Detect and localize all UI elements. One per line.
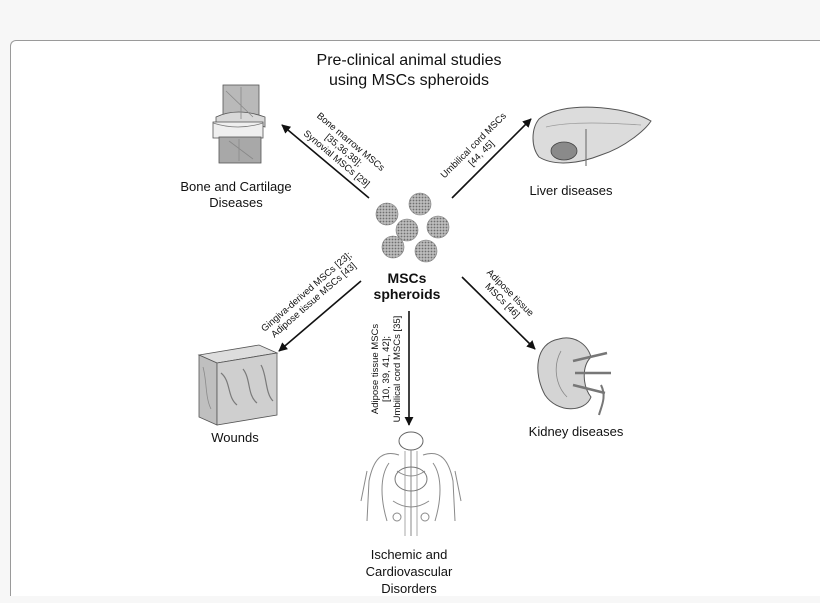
arrow-to-wounds [278, 280, 362, 352]
target-cardio-line-3: Disorders [381, 581, 437, 596]
target-wounds-line-1: Wounds [211, 430, 259, 445]
title-line-2: using MSCs spheroids [329, 72, 489, 89]
center-label-line-1: MSCs [388, 270, 427, 286]
spheroid-cluster-icon [375, 192, 450, 263]
arrow-label-cardio-line-2: [10, 39, 41, 42]; [381, 336, 392, 402]
arrow-label-cardio-line-3: Umbilical cord MSCs [35] [392, 316, 403, 423]
arrow-to-liver [451, 118, 532, 199]
skin-wound-icon [197, 344, 279, 426]
target-bone-line-2: Diseases [209, 195, 263, 210]
arrow-label-cardio-line-1: Adipose tissue MSCs [370, 324, 381, 415]
arrow-to-bone [281, 124, 370, 199]
circulatory-system-icon [360, 431, 462, 536]
title-line-1: Pre-clinical animal studies [317, 52, 502, 69]
arrow-to-kidney [461, 276, 536, 350]
target-cardio-line-1: Ischemic and [371, 547, 448, 562]
kidney-icon [537, 337, 611, 416]
target-bone-line-1: Bone and Cartilage [180, 179, 291, 194]
target-cardio-line-2: Cardiovascular [366, 564, 453, 579]
msc-spheroid-diagram: Pre-clinical animal studies using MSCs s… [180, 52, 652, 596]
target-liver-line-1: Liver diseases [529, 183, 613, 198]
target-kidney-line-1: Kidney diseases [529, 424, 624, 439]
center-label-line-2: spheroids [374, 286, 441, 302]
arrow-label-cardio: Adipose tissue MSCs [10, 39, 41, 42]; Um… [370, 316, 403, 423]
knee-joint-icon [212, 84, 266, 164]
figure-frame: Pre-clinical animal studies using MSCs s… [10, 40, 820, 596]
liver-icon [532, 106, 652, 166]
